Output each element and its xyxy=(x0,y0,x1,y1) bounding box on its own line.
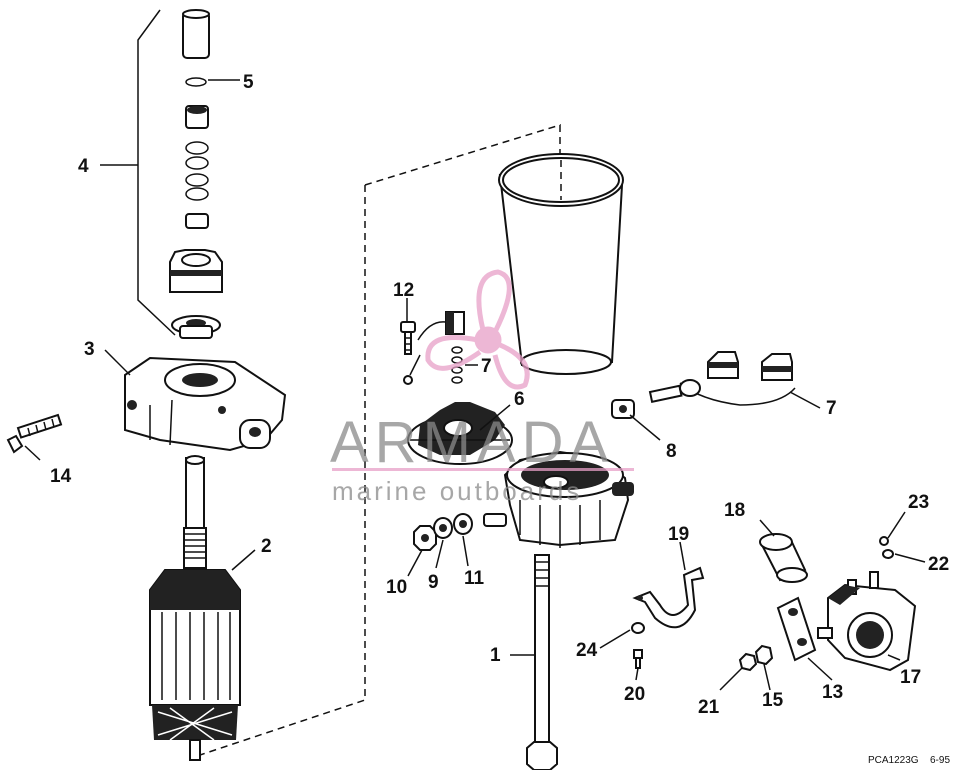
callout-2: 2 xyxy=(261,536,272,557)
callout-6: 6 xyxy=(514,389,525,410)
drawing-date: 6-95 xyxy=(930,755,950,766)
watermark-brand: ARMADA xyxy=(330,410,614,475)
through-bolt-long xyxy=(526,554,558,770)
drawing-code: PCA1223G xyxy=(868,755,919,766)
leader-lines xyxy=(24,79,926,691)
callout-19: 19 xyxy=(668,524,689,545)
watermark-tagline: marine outboards xyxy=(332,476,582,506)
callout-14: 14 xyxy=(50,466,72,487)
callout-3: 3 xyxy=(84,339,95,360)
callout-12: 12 xyxy=(393,280,414,301)
drive-end-cap xyxy=(124,356,287,452)
callout-15: 15 xyxy=(762,690,784,711)
callout-23: 23 xyxy=(908,492,929,513)
insulator-plate xyxy=(776,596,817,662)
callout-7b: 7 xyxy=(826,398,837,419)
drive-assembly xyxy=(137,9,223,339)
callout-5: 5 xyxy=(243,72,254,93)
commutator-end-cap xyxy=(483,450,634,548)
brush-plate xyxy=(407,402,513,465)
washer-22 xyxy=(882,549,894,559)
watermark-rule xyxy=(332,468,634,471)
brush-set-right xyxy=(648,351,796,406)
callout-7a: 7 xyxy=(481,356,492,377)
callout-21: 21 xyxy=(698,697,720,718)
terminal-hardware xyxy=(413,513,473,551)
callout-4: 4 xyxy=(78,156,89,177)
callout-9: 9 xyxy=(428,572,439,593)
callout-22: 22 xyxy=(928,554,949,575)
nut-21 xyxy=(738,652,758,672)
callout-17: 17 xyxy=(900,667,921,688)
starter-solenoid xyxy=(817,571,917,672)
callout-10: 10 xyxy=(386,577,407,598)
nut-23 xyxy=(879,536,889,546)
assembly-outline xyxy=(199,123,561,756)
watermark: ARMADA marine outboards xyxy=(330,269,634,506)
nut-15 xyxy=(754,644,774,666)
through-bolt-short xyxy=(6,413,63,454)
field-frame-housing xyxy=(498,153,624,375)
screw-12 xyxy=(400,321,416,355)
callout-20: 20 xyxy=(624,684,645,705)
callout-24: 24 xyxy=(576,640,598,661)
callout-18: 18 xyxy=(724,500,745,521)
callout-8: 8 xyxy=(666,441,677,462)
callout-11: 11 xyxy=(464,568,485,589)
mounting-bracket xyxy=(632,566,705,629)
propeller-logo-icon xyxy=(425,269,530,390)
armature xyxy=(149,455,241,761)
washer-24 xyxy=(631,622,645,634)
terminal-bolt xyxy=(611,399,635,419)
solenoid-band xyxy=(759,533,808,583)
callout-1: 1 xyxy=(490,645,501,666)
screw-20 xyxy=(633,649,643,669)
callout-13: 13 xyxy=(822,682,843,703)
